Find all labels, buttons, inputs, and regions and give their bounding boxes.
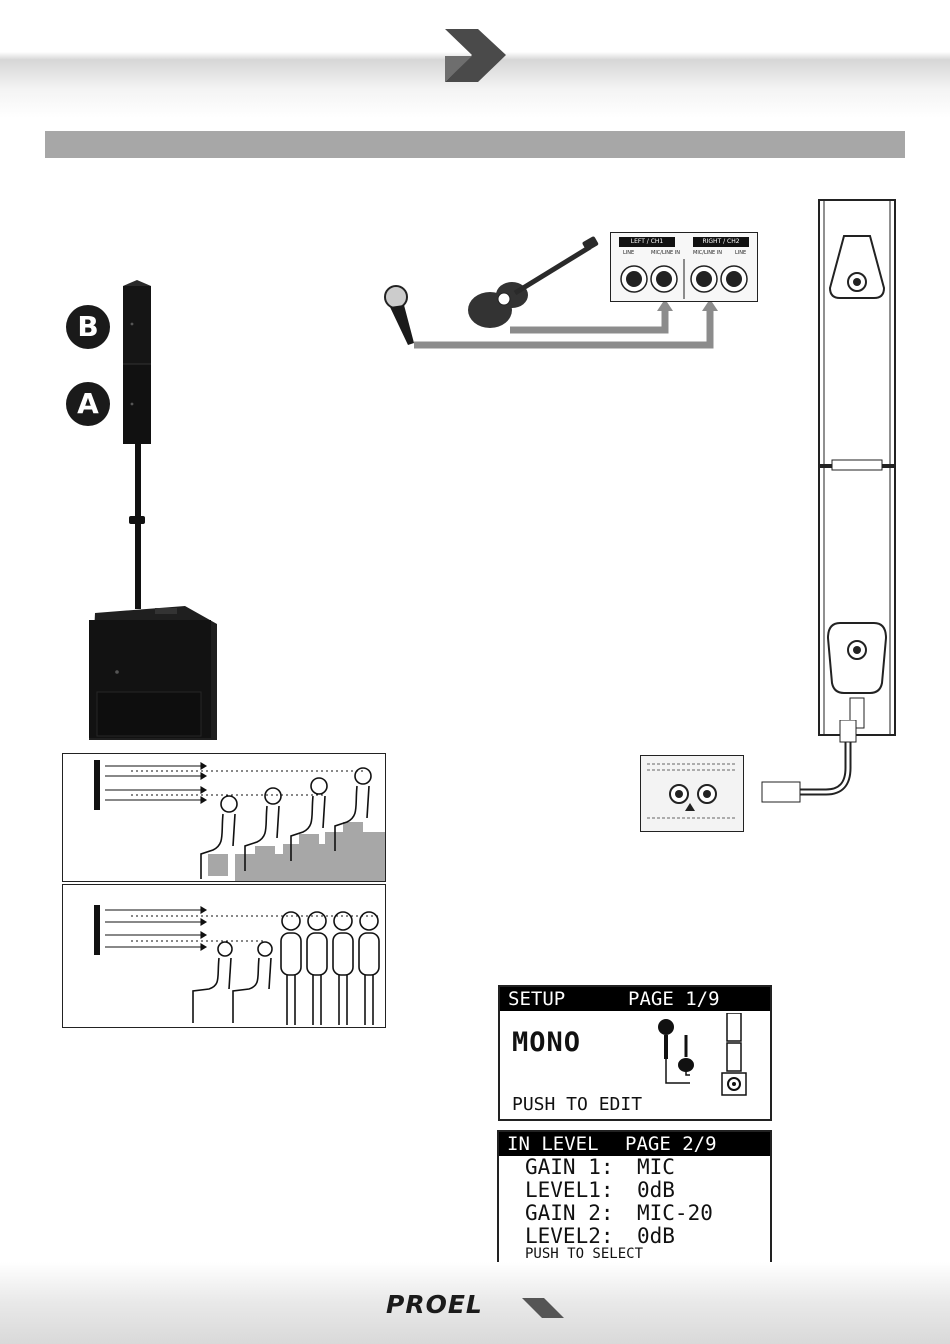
lcd-setup-header: SETUP PAGE 1/9 xyxy=(500,987,770,1011)
lcd-level-row-value: 0dB xyxy=(637,1179,675,1202)
lcd-level-page: PAGE 2/9 xyxy=(625,1132,717,1156)
guitar-icon xyxy=(468,236,599,328)
logo-chevron-icon xyxy=(520,1296,566,1320)
lcd-level-title: IN LEVEL xyxy=(507,1132,599,1156)
speaker-system-illustration xyxy=(55,280,240,750)
chevron-right-icon xyxy=(440,28,510,84)
speakon-cable xyxy=(740,720,870,810)
line-label-left: LINE xyxy=(623,250,634,256)
left-channel-label: LEFT / CH1 xyxy=(619,237,675,247)
tiered-audience-diagram xyxy=(62,753,386,882)
lcd-level-screen: IN LEVEL PAGE 2/9 GAIN 1: MIC LEVEL1: 0dB… xyxy=(497,1130,772,1268)
lcd-setup-mode: MONO xyxy=(512,1027,581,1058)
lcd-setup-footer: PUSH TO EDIT xyxy=(512,1093,642,1116)
brand-logo: PROEL xyxy=(386,1290,483,1319)
speaker-label-b: B xyxy=(66,305,110,349)
lcd-level-row-value: MIC-20 xyxy=(637,1202,713,1225)
section-bar xyxy=(45,131,905,158)
lcd-setup-title: SETUP xyxy=(508,987,565,1011)
input-panel: LEFT / CH1 RIGHT / CH2 LINE MIC/LINE IN … xyxy=(610,232,758,302)
lcd-setup-page: PAGE 1/9 xyxy=(628,987,720,1011)
lcd-level-row-label: GAIN 2: xyxy=(525,1202,614,1225)
right-channel-label: RIGHT / CH2 xyxy=(693,237,749,247)
standing-audience-diagram xyxy=(62,884,386,1028)
column-speaker-back xyxy=(812,198,898,743)
mic-label-left: MIC/LINE IN xyxy=(651,250,680,256)
lcd-level-header: IN LEVEL PAGE 2/9 xyxy=(499,1132,770,1156)
lcd-setup-screen: SETUP PAGE 1/9 MONO PUSH TO EDIT xyxy=(498,985,772,1121)
lcd-level-row-label: GAIN 1: xyxy=(525,1156,614,1179)
mono-mode-icon xyxy=(650,1013,760,1097)
lcd-level-footer: PUSH TO SELECT xyxy=(525,1245,643,1263)
microphone-icon xyxy=(385,286,414,345)
line-label-right: LINE xyxy=(735,250,746,256)
speaker-label-a: A xyxy=(66,382,110,426)
subwoofer-rear-panel xyxy=(640,755,744,832)
lcd-level-row-label: LEVEL1: xyxy=(525,1179,614,1202)
lcd-level-row-value: MIC xyxy=(637,1156,675,1179)
mic-label-right: MIC/LINE IN xyxy=(693,250,722,256)
